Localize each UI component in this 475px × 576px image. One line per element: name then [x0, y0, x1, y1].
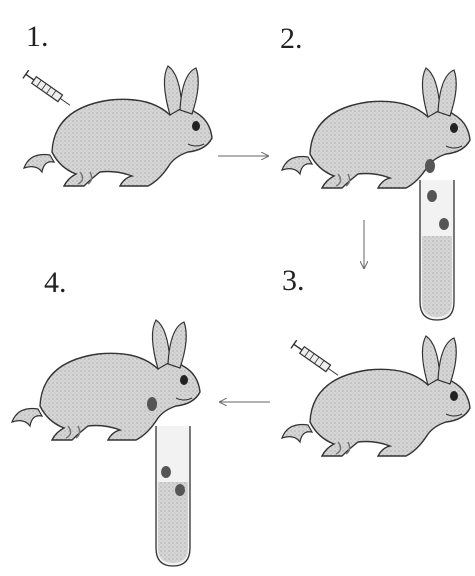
step-3-label: 3. — [282, 264, 305, 297]
step-2-test-tube-icon — [420, 180, 454, 320]
step-3-syringe-icon — [291, 340, 341, 379]
step-2-label: 2. — [280, 22, 303, 55]
step-1-rabbit — [24, 66, 212, 186]
step-4-label: 4. — [44, 266, 67, 299]
step-2-rabbit — [282, 68, 470, 188]
step-1-syringe-icon — [23, 70, 73, 109]
step-4-rabbit — [12, 320, 200, 440]
step-1-label: 1. — [26, 20, 49, 53]
step-4-test-tube-icon — [156, 426, 190, 566]
